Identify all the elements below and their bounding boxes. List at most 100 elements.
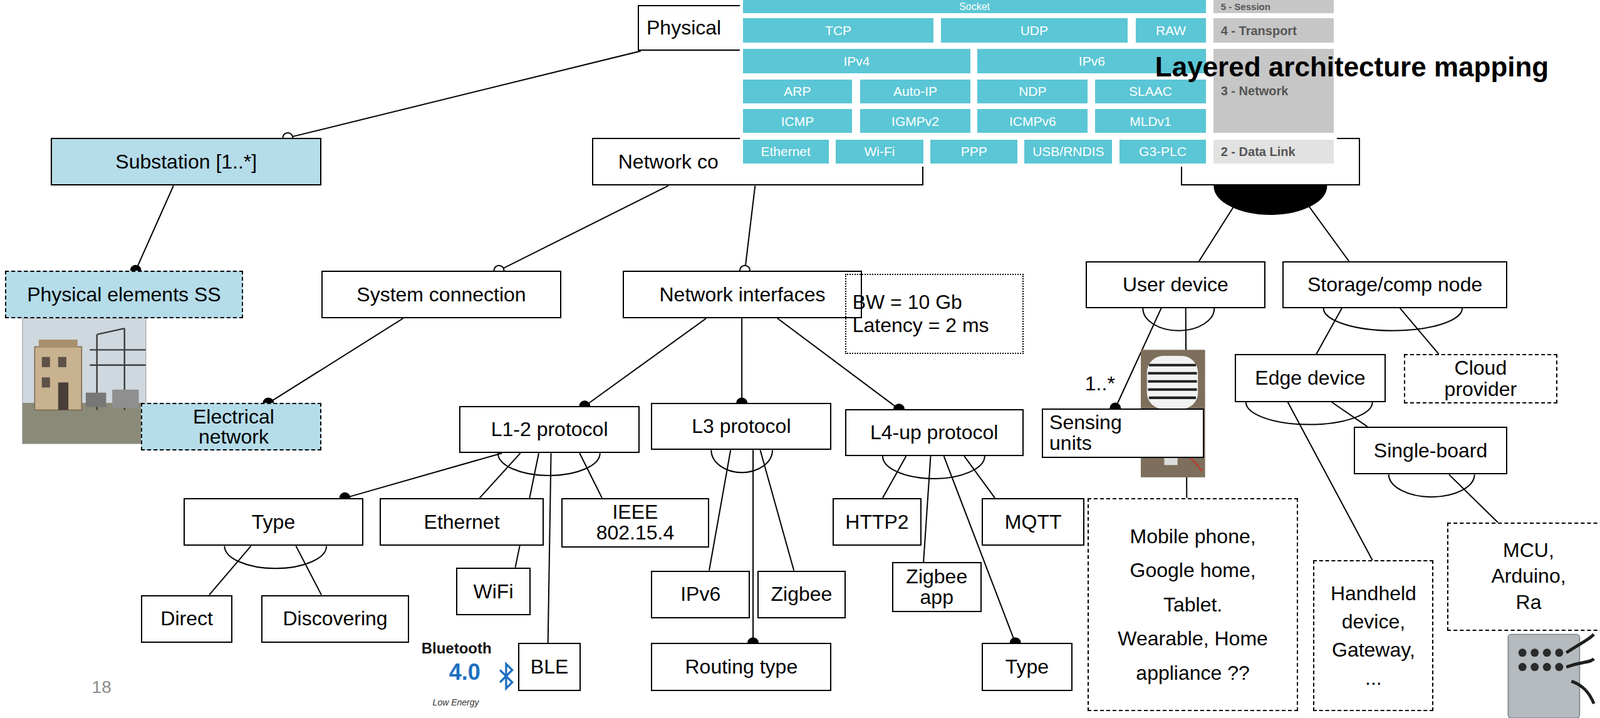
multiplicity-label: 1..*	[1083, 373, 1117, 394]
or-group-arc	[1323, 308, 1463, 331]
protocol-cell: UDP	[940, 18, 1128, 43]
diagram-title: Layered architecture mapping	[1155, 53, 1549, 81]
feature-link	[295, 545, 322, 595]
feature-link	[1293, 185, 1349, 262]
feature-link	[741, 318, 743, 403]
feature-link	[479, 452, 521, 499]
feature-box: IEEE 802.15.4	[561, 498, 710, 548]
box-label: WiFi	[473, 580, 514, 604]
feature-box: Ethernet	[379, 498, 544, 547]
feature-box: WiFi	[456, 567, 531, 616]
feature-link	[209, 545, 252, 595]
box-label: Zigbee	[771, 582, 833, 606]
feature-link	[579, 452, 603, 499]
box-label: System connection	[356, 283, 526, 307]
feature-box: System connection	[321, 270, 562, 319]
feature-link	[1316, 308, 1342, 354]
feature-link	[345, 452, 503, 499]
protocol-cell: Auto-IP	[860, 79, 971, 103]
box-label: MCU, Arduino, Ra	[1487, 537, 1570, 616]
feature-box: Discovering	[261, 595, 410, 644]
box-label: Ethernet	[424, 510, 500, 534]
feature-link	[548, 452, 552, 643]
feature-box: L1-2 protocol	[459, 405, 640, 453]
protocol-cell: IGMPv2	[860, 109, 971, 133]
feature-box: L4-up protocol	[845, 409, 1024, 457]
box-label: Substation [1..*]	[115, 150, 257, 174]
box-label: Edge device	[1254, 366, 1366, 390]
logo-version: 4.0	[449, 660, 481, 684]
logo-subtext: Low Energy	[432, 697, 480, 707]
protocol-cell: ICMP	[742, 109, 852, 133]
feature-box: MCU, Arduino, Ra	[1447, 522, 1600, 631]
feature-box: Routing type	[650, 642, 832, 691]
protocol-cell: Socket	[742, 0, 1206, 14]
feature-box: HTTP2	[832, 498, 922, 547]
protocol-cell: IPv4	[742, 48, 971, 74]
feature-box: Type	[183, 498, 364, 547]
feature-link	[268, 318, 403, 403]
feature-box: Edge device	[1234, 353, 1386, 403]
box-label: Type	[251, 510, 296, 534]
feature-box: User device	[1085, 261, 1266, 309]
feature-link	[752, 449, 754, 643]
feature-box: BLE	[518, 642, 581, 691]
box-label: Single-board	[1373, 439, 1488, 463]
box-label: Latency = 2 ms	[852, 313, 990, 338]
protocol-cell: RAW	[1135, 18, 1206, 43]
feature-box: Substation [1..*]	[50, 137, 322, 187]
box-label: IEEE 802.15.4	[591, 501, 680, 544]
box-label: Sensing units	[1049, 412, 1131, 455]
or-group-arc	[1388, 474, 1475, 497]
feature-link	[287, 50, 641, 138]
feature-box: Zigbee app	[892, 561, 982, 613]
feature-link	[584, 318, 707, 406]
feature-box: Single-board	[1353, 426, 1507, 475]
feature-link	[709, 449, 731, 571]
feature-link	[1400, 308, 1439, 354]
feature-link	[1288, 402, 1373, 561]
bluetooth-logo	[499, 664, 513, 689]
box-label: BW = 10 Gb	[852, 290, 963, 314]
protocol-cell: ARP	[742, 79, 852, 103]
protocol-cell: PPP	[930, 139, 1017, 163]
page-number: 18	[92, 678, 112, 697]
box-label: Zigbee app	[902, 566, 972, 609]
feature-box: Handheld device, Gateway, ...	[1313, 560, 1434, 712]
or-group-arc	[224, 545, 327, 569]
box-label: Physical elements SS	[26, 283, 221, 307]
box-label: Discovering	[282, 607, 388, 631]
feature-box: IPv6	[650, 570, 750, 619]
feature-link	[1199, 185, 1248, 262]
feature-box: BW = 10 GbLatency = 2 ms	[845, 273, 1024, 355]
box-label: HTTP2	[845, 510, 909, 534]
or-group-arc	[882, 456, 985, 479]
feature-box: L3 protocol	[650, 402, 832, 450]
feature-link	[882, 456, 906, 499]
box-label: Routing type	[685, 655, 799, 679]
box-label: MQTT	[1004, 510, 1062, 534]
feature-link	[1331, 402, 1368, 427]
feature-link	[944, 456, 1016, 643]
box-label: Storage/comp node	[1307, 273, 1483, 297]
box-label: User device	[1122, 273, 1229, 297]
feature-box: Storage/comp node	[1282, 261, 1507, 309]
protocol-cell: MLDv1	[1095, 109, 1207, 133]
box-label: Electrical network	[180, 406, 287, 447]
feature-box: Mobile phone, Google home, Tablet. Weara…	[1087, 498, 1299, 712]
feature-box: Zigbee	[757, 570, 847, 619]
or-group-arc	[1246, 402, 1373, 425]
feature-link	[744, 185, 755, 271]
feature-link	[135, 185, 174, 271]
feature-box: Cloud provider	[1403, 353, 1557, 404]
protocol-cell: Wi-Fi	[835, 139, 924, 163]
or-group-arc	[1142, 308, 1215, 331]
feature-box: Network interfaces	[622, 270, 863, 319]
protocol-cell: Ethernet	[742, 139, 829, 163]
feature-link	[964, 456, 995, 499]
box-label: Handheld device, Gateway, ...	[1326, 579, 1421, 692]
feature-link	[759, 449, 794, 571]
protocol-cell: USB/RNDIS	[1024, 139, 1112, 163]
layer-label: 4 - Transport	[1213, 18, 1334, 43]
